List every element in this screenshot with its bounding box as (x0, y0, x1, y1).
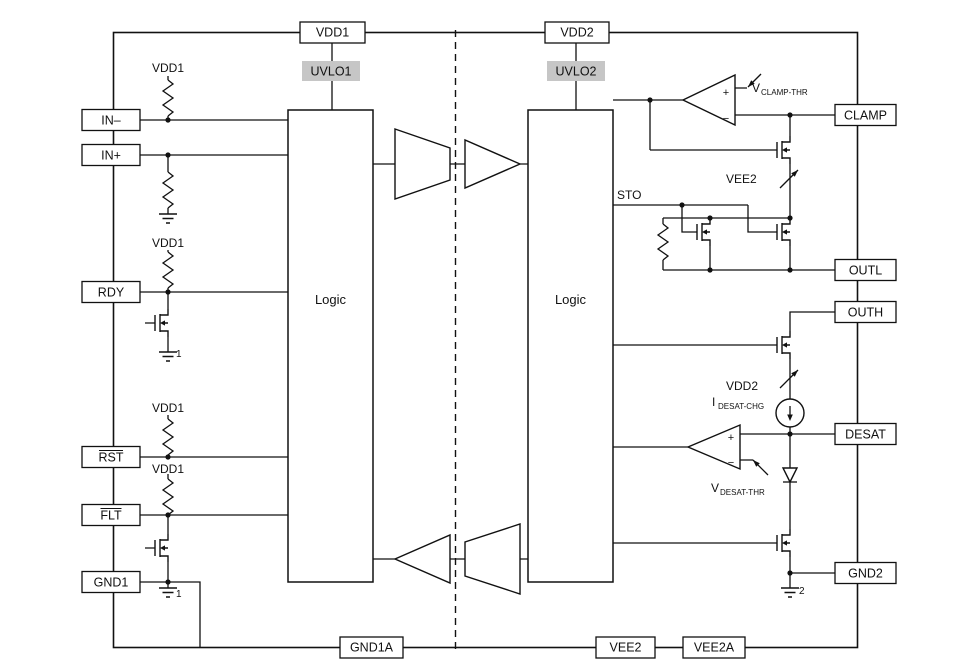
svg-text:−: − (728, 457, 734, 469)
channel-receiver-bottom (393, 533, 451, 585)
uvlo2-block: UVLO2 (547, 61, 605, 81)
signal-labels: V CLAMP-THR I DESAT-CHG V DESAT-THR (711, 81, 808, 497)
wires-sto (613, 204, 835, 271)
svg-text:OUTL: OUTL (849, 264, 882, 278)
v-desat-thr-base: V (711, 481, 719, 495)
svg-text:IN+: IN+ (101, 149, 121, 163)
mosfet-flt-open-drain (154, 533, 169, 563)
resistor-sto (657, 223, 669, 261)
comparator-desat: + − (686, 423, 741, 471)
svg-text:CLAMP: CLAMP (844, 109, 887, 123)
svg-text:Logic: Logic (555, 292, 587, 307)
pin-gnd2: GND2 (834, 561, 897, 585)
pin-desat: DESAT (834, 422, 897, 446)
pin-outh: OUTH (834, 300, 897, 324)
wires-isolation-channel (373, 163, 528, 560)
gnd1-ref-rdy: 1 (176, 349, 182, 360)
svg-text:DESAT: DESAT (845, 428, 886, 442)
svg-text:GND1A: GND1A (350, 641, 394, 655)
mosfet-desat-discharge (776, 528, 791, 558)
i-desat-chg-sub: DESAT-CHG (718, 402, 764, 411)
svg-text:+: + (728, 432, 734, 444)
svg-text:−: − (723, 113, 729, 125)
mosfet-outh-pullup (776, 330, 791, 360)
svg-text:+: + (723, 87, 729, 99)
resistor-flt-pullup (162, 478, 174, 516)
net-labels: VDD1 VDD1 VDD1 VDD1 STO VEE2 VDD2 (152, 61, 758, 476)
vee2-label: VEE2 (726, 172, 757, 186)
svg-text:VDD2: VDD2 (560, 26, 593, 40)
wires-left-pins (140, 119, 288, 648)
pin-rst: RST (81, 445, 141, 469)
mosfet-sto-right (776, 217, 791, 247)
current-source-desat-chg (775, 398, 805, 428)
svg-text:VEE2A: VEE2A (694, 641, 735, 655)
wires-supply (331, 43, 577, 110)
sto-label: STO (617, 188, 641, 202)
resistor-in-plus-pulldown (162, 171, 174, 209)
vdd2-label: VDD2 (726, 379, 758, 393)
v-clamp-thr-sub: CLAMP-THR (761, 88, 808, 97)
logic-block-input-side: Logic (287, 109, 374, 583)
mosfet-rdy-open-drain (154, 308, 169, 338)
junction-dots (165, 97, 793, 585)
vdd1-label-rdy: VDD1 (152, 236, 184, 250)
i-desat-chg-base: I (712, 395, 715, 409)
pin-gnd1: GND1 (81, 570, 141, 594)
svg-text:VDD1: VDD1 (316, 26, 349, 40)
pin-vee2: VEE2 (595, 636, 656, 659)
channel-receiver-top (464, 138, 522, 190)
ground-reference-numbers: 1 1 2 (176, 349, 805, 600)
pin-vdd2: VDD2 (544, 21, 610, 44)
wires-left-passives (145, 76, 169, 588)
pin-outl: OUTL (834, 258, 897, 282)
channel-transmitter-top (394, 128, 451, 200)
svg-text:VEE2: VEE2 (610, 641, 642, 655)
logic-block-output-side: Logic (527, 109, 614, 583)
ground-symbol-rdy (158, 351, 178, 362)
svg-text:FLT: FLT (100, 509, 122, 523)
comparator-clamp: + − (681, 73, 736, 127)
pin-vee2a: VEE2A (682, 636, 746, 659)
wires-outh (613, 311, 835, 399)
svg-text:GND1: GND1 (94, 576, 129, 590)
v-desat-thr-sub: DESAT-THR (720, 488, 765, 497)
resistor-rst-pullup (162, 418, 174, 456)
v-clamp-thr-base: V (752, 81, 760, 95)
svg-text:GND2: GND2 (848, 567, 883, 581)
vdd1-label-flt: VDD1 (152, 462, 184, 476)
svg-text:IN–: IN– (101, 114, 121, 128)
svg-text:UVLO1: UVLO1 (311, 65, 352, 79)
svg-text:OUTH: OUTH (848, 306, 883, 320)
gnd1-ref-flt: 1 (176, 589, 182, 600)
pin-vdd1: VDD1 (299, 21, 366, 44)
pin-in-minus: IN– (81, 108, 141, 132)
resistor-rdy-pullup (162, 251, 174, 289)
pin-rdy: RDY (81, 280, 141, 304)
diode-desat (781, 467, 799, 484)
pin-gnd1a: GND1A (339, 636, 404, 659)
svg-text:RST: RST (99, 451, 124, 465)
mosfet-clamp (776, 135, 791, 165)
ground-symbol-in-plus (158, 213, 178, 224)
pin-flt: FLT (81, 503, 141, 527)
gnd2-ref: 2 (799, 586, 805, 597)
channel-transmitter-bottom (464, 523, 521, 595)
resistor-in-minus-pullup (162, 79, 174, 117)
svg-text:Logic: Logic (315, 292, 347, 307)
svg-text:RDY: RDY (98, 286, 125, 300)
pin-in-plus: IN+ (81, 143, 141, 167)
uvlo1-block: UVLO1 (302, 61, 360, 81)
vdd1-label-in-minus: VDD1 (152, 61, 184, 75)
vdd1-label-rst: VDD1 (152, 401, 184, 415)
ground-symbol-gnd2 (780, 587, 800, 598)
pin-clamp: CLAMP (834, 103, 897, 127)
ground-symbol-gnd1 (158, 587, 178, 598)
svg-text:UVLO2: UVLO2 (556, 65, 597, 79)
mosfet-sto-left (696, 217, 711, 247)
chip-boundary (112, 31, 859, 649)
